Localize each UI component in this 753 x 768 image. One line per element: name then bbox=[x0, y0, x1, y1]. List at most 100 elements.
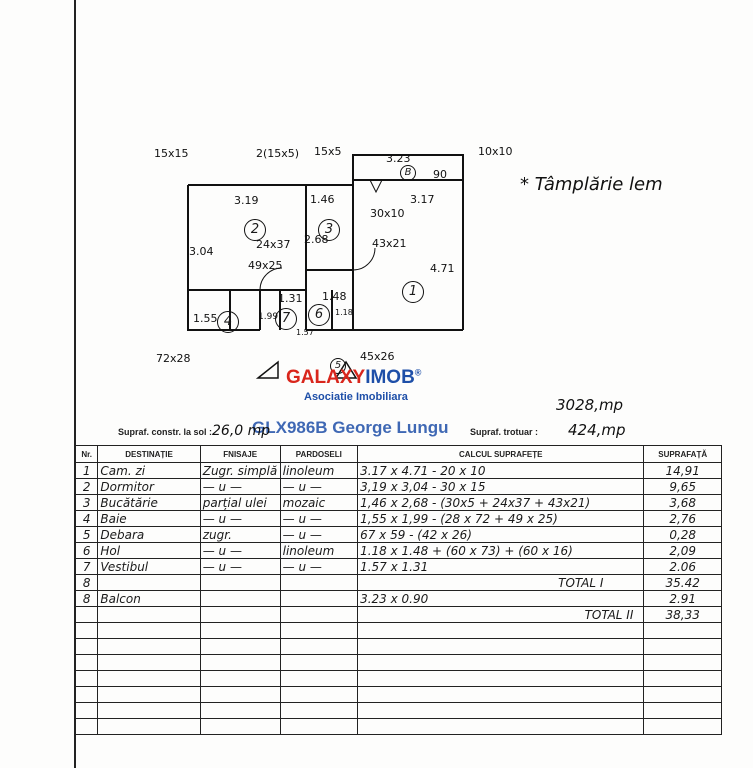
cell-calculation bbox=[357, 654, 645, 671]
cell-calculation: 67 x 59 - (42 x 26) bbox=[357, 526, 645, 543]
cell-nr: 4 bbox=[74, 510, 99, 527]
cell-nr: 8 bbox=[74, 574, 99, 591]
surface-table: Nr. DESTINAȚIE FNISAJE PARDOSELI CALCUL … bbox=[74, 445, 722, 735]
cell-surface: 2,76 bbox=[643, 510, 722, 527]
cell-flooring bbox=[279, 590, 359, 607]
plan-note: * Tâmplărie lem bbox=[520, 174, 663, 195]
cell-nr: 7 bbox=[74, 558, 99, 575]
table-row bbox=[74, 654, 722, 671]
dim-label: 3.04 bbox=[189, 245, 214, 258]
cell-destination: Dormitor bbox=[97, 478, 201, 495]
cell-surface: 38,33 bbox=[643, 606, 722, 623]
cell-destination: Debara bbox=[97, 526, 201, 543]
constr-value: 26,0 mp bbox=[212, 423, 271, 439]
cell-calculation: 3,19 x 3,04 - 30 x 15 bbox=[357, 478, 645, 495]
cell-surface: 14,91 bbox=[643, 462, 722, 479]
table-row bbox=[74, 686, 722, 703]
dim-label: 45x26 bbox=[360, 350, 395, 363]
cell-calculation: 3.17 x 4.71 - 20 x 10 bbox=[357, 462, 645, 479]
dim-label: 1.46 bbox=[310, 193, 335, 206]
cell-calculation bbox=[357, 670, 645, 687]
cell-flooring bbox=[279, 702, 359, 719]
cell-calculation bbox=[357, 622, 645, 639]
room-number: 2 bbox=[244, 219, 266, 241]
cell-destination: Cam. zi bbox=[97, 462, 201, 479]
cell-surface bbox=[643, 638, 722, 655]
cell-destination: Balcon bbox=[97, 590, 201, 607]
cell-surface bbox=[643, 670, 722, 687]
table-row bbox=[74, 622, 722, 639]
room-number: 7 bbox=[275, 308, 297, 330]
room-number: 4 bbox=[217, 311, 239, 333]
cell-flooring: — u — bbox=[279, 510, 359, 527]
cell-finish bbox=[199, 622, 281, 639]
cell-destination: Hol bbox=[97, 542, 201, 559]
dim-label: 3.23 bbox=[386, 152, 411, 165]
cell-flooring bbox=[279, 638, 359, 655]
cell-finish bbox=[199, 702, 281, 719]
cell-destination bbox=[97, 574, 201, 591]
cell-flooring bbox=[279, 686, 359, 703]
cell-calculation: 1,55 x 1,99 - (28 x 72 + 49 x 25) bbox=[357, 510, 645, 527]
cell-finish bbox=[199, 686, 281, 703]
cell-nr bbox=[74, 638, 99, 655]
cell-finish bbox=[199, 574, 281, 591]
cell-calculation: 1.57 x 1.31 bbox=[357, 558, 645, 575]
cell-flooring bbox=[279, 622, 359, 639]
cell-nr bbox=[74, 622, 99, 639]
cell-calculation: TOTAL I bbox=[357, 574, 645, 591]
cell-nr: 8 bbox=[74, 590, 99, 607]
cell-destination bbox=[97, 638, 201, 655]
dim-label: 1.57 bbox=[296, 328, 314, 337]
cell-surface: 35.42 bbox=[643, 574, 722, 591]
brand-logo: GALAXYIMOB® bbox=[286, 367, 421, 389]
cell-finish bbox=[199, 718, 281, 735]
cell-nr bbox=[74, 686, 99, 703]
column-header: FNISAJE bbox=[199, 445, 281, 463]
agent-watermark: GLX986B George Lungu bbox=[252, 418, 449, 437]
dim-label: 3.17 bbox=[410, 193, 435, 206]
cell-destination: Baie bbox=[97, 510, 201, 527]
cell-finish bbox=[199, 590, 281, 607]
room-number: 6 bbox=[308, 304, 330, 326]
table-row bbox=[74, 638, 722, 655]
cell-nr bbox=[74, 718, 99, 735]
cell-flooring bbox=[279, 654, 359, 671]
cell-flooring bbox=[279, 606, 359, 623]
cell-surface: 0,28 bbox=[643, 526, 722, 543]
dim-label: 1.99 bbox=[258, 312, 279, 322]
dim-label: 1.55 bbox=[193, 312, 218, 325]
cell-finish bbox=[199, 654, 281, 671]
cell-finish bbox=[199, 638, 281, 655]
cell-destination bbox=[97, 718, 201, 735]
room-number: 1 bbox=[402, 281, 424, 303]
cell-nr: 6 bbox=[74, 542, 99, 559]
cell-flooring: linoleum bbox=[279, 462, 359, 479]
cell-surface bbox=[643, 718, 722, 735]
table-row bbox=[74, 670, 722, 687]
dim-label: 24x37 bbox=[256, 238, 291, 251]
cell-nr bbox=[74, 654, 99, 671]
cell-nr: 5 bbox=[74, 526, 99, 543]
cell-finish: parțial ulei bbox=[199, 494, 281, 511]
cell-calculation bbox=[357, 638, 645, 655]
cell-flooring: — u — bbox=[279, 558, 359, 575]
brand-name-a: GALAXY bbox=[286, 367, 366, 388]
table-row bbox=[74, 702, 722, 719]
dim-label: 72x28 bbox=[156, 352, 191, 365]
cell-surface: 2.91 bbox=[643, 590, 722, 607]
cell-flooring bbox=[279, 574, 359, 591]
cell-destination: Vestibul bbox=[97, 558, 201, 575]
cell-flooring: — u — bbox=[279, 526, 359, 543]
cell-nr: 2 bbox=[74, 478, 99, 495]
cell-surface bbox=[643, 622, 722, 639]
cell-finish: — u — bbox=[199, 478, 281, 495]
cell-finish: zugr. bbox=[199, 526, 281, 543]
dim-label: 4.71 bbox=[430, 262, 455, 275]
cell-surface: 2.06 bbox=[643, 558, 722, 575]
total-built-value: 3028,mp bbox=[556, 396, 624, 414]
cell-calculation: 1.18 x 1.48 + (60 x 73) + (60 x 16) bbox=[357, 542, 645, 559]
brand-tagline: Asociatie Imobiliara bbox=[304, 391, 408, 403]
